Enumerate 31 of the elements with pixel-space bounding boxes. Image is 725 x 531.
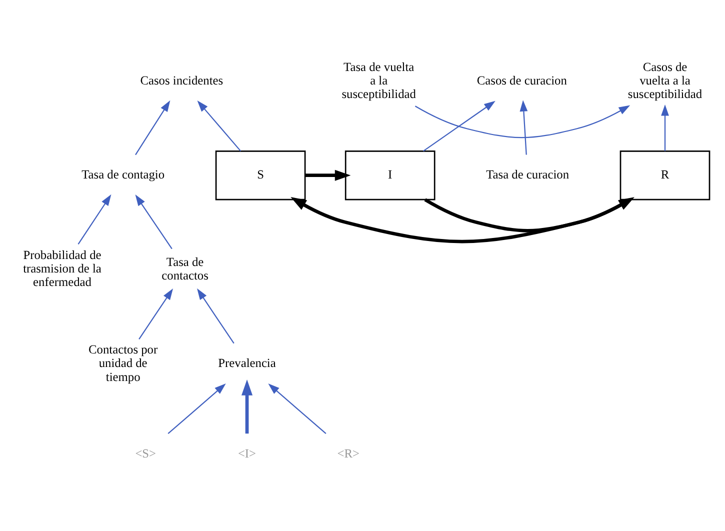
node-text: Tasa de contagio — [82, 168, 165, 182]
arrow — [423, 100, 496, 152]
arrow — [135, 100, 170, 156]
arrow — [78, 194, 112, 244]
node-text: Contactos por unidad de tiempo — [88, 342, 158, 384]
node-text: Prevalencia — [218, 356, 276, 370]
arrow — [414, 105, 630, 138]
node-text: Casos incidentes — [140, 73, 224, 88]
arrow — [197, 288, 234, 344]
node-box: I — [344, 150, 436, 200]
node-text: <S> — [135, 446, 156, 460]
node-text: Tasa de contactos — [162, 254, 208, 282]
arrow — [138, 288, 174, 340]
arrow — [305, 170, 351, 181]
node-text: Casos de vuelta a la susceptibilidad — [628, 60, 702, 101]
node-text: Probabilidad de trasmision de la enfermedad — [23, 248, 102, 290]
node-text: <I> — [238, 446, 256, 460]
arrow — [197, 100, 242, 152]
node-text: Casos de curacion — [476, 73, 567, 88]
arrow — [168, 384, 226, 434]
arrow — [135, 194, 172, 250]
node-box: R — [620, 150, 710, 200]
arrow — [241, 380, 253, 434]
node-text: Tasa de curacion — [486, 168, 570, 182]
node-text: <R> — [337, 446, 360, 460]
arrow — [661, 104, 669, 152]
arrow — [290, 197, 631, 244]
node-box: S — [215, 150, 306, 200]
arrow — [520, 100, 528, 155]
node-text: Tasa de vuelta a la susceptibilidad — [342, 60, 416, 101]
arrow — [268, 384, 326, 434]
